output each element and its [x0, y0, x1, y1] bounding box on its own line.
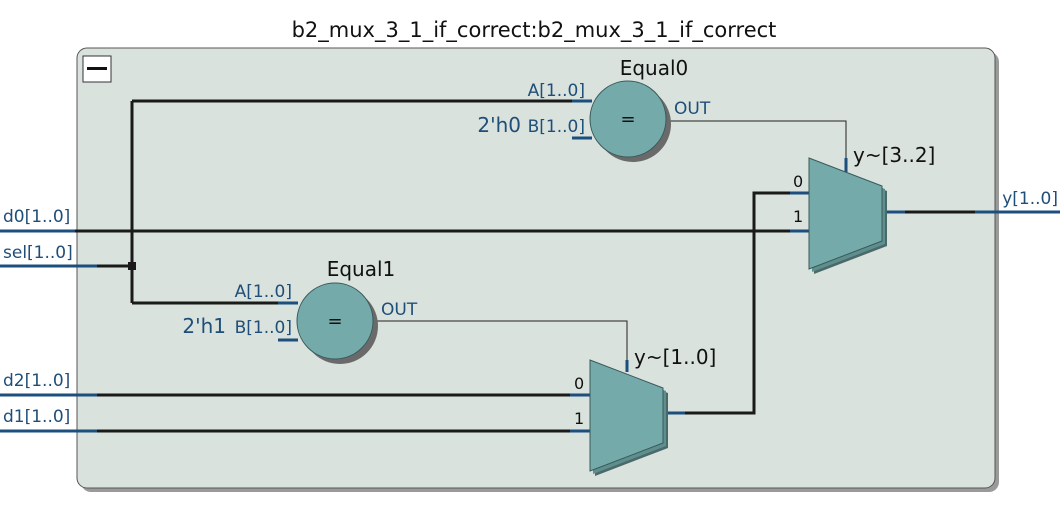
equal0-symbol: = [620, 109, 635, 130]
mux-upper-in0: 0 [793, 172, 803, 191]
mux-upper-node[interactable] [808, 157, 887, 274]
input-d1-label: d1[1..0] [3, 407, 70, 427]
equal1-symbol: = [327, 311, 342, 332]
wire-mux-lower-out [665, 191, 810, 415]
equal0-node[interactable]: = [589, 80, 671, 162]
equal1-label: Equal1 [327, 257, 396, 281]
minus-icon [87, 67, 107, 70]
equal1-port-b: B[1..0] [235, 318, 292, 338]
wire-equal0-out [668, 120, 847, 158]
wire-equal1-out [374, 320, 628, 360]
equal0-port-a: A[1..0] [528, 81, 585, 101]
collapse-button[interactable] [82, 55, 112, 83]
equal1-out-label: OUT [381, 300, 418, 320]
mux-upper-label: y~[3..2] [853, 143, 935, 167]
equal0-out-label: OUT [674, 99, 711, 119]
equal0-constant: 2'h0 [477, 113, 521, 137]
wires [0, 99, 1060, 433]
equal0-port-b: B[1..0] [528, 117, 585, 137]
port-stubs [0, 99, 1060, 433]
equal1-node[interactable]: = [296, 282, 378, 364]
mux-upper-in1: 1 [793, 207, 803, 226]
junction-dot [128, 262, 136, 270]
input-d2-label: d2[1..0] [3, 371, 70, 391]
mux-lower-in0: 0 [574, 374, 584, 393]
equal1-constant: 2'h1 [182, 314, 226, 338]
input-d0-label: d0[1..0] [3, 207, 70, 227]
equal1-port-a: A[1..0] [235, 282, 292, 302]
equal0-label: Equal0 [620, 56, 689, 80]
mux-lower-label: y~[1..0] [634, 345, 716, 369]
output-y-label: y[1..0] [1002, 189, 1058, 209]
mux-lower-node[interactable] [589, 359, 668, 476]
input-sel-label: sel[1..0] [3, 243, 73, 263]
module-title: b2_mux_3_1_if_correct:b2_mux_3_1_if_corr… [292, 18, 777, 43]
mux-lower-in1: 1 [574, 409, 584, 428]
module-block [76, 47, 999, 492]
